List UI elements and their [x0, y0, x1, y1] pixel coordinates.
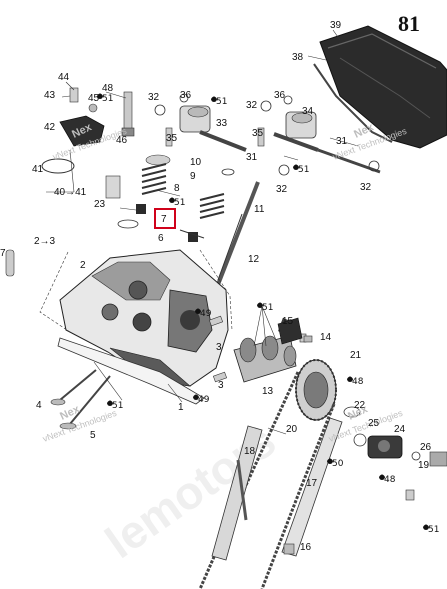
label-part-38: 38 [292, 52, 304, 63]
label-part-51f: 51 [112, 401, 123, 411]
label-part-14: 14 [320, 332, 332, 343]
label-part-24: 24 [394, 424, 406, 435]
oil-drop-icon [423, 524, 429, 530]
label-part-40-to-41: 40→41 [54, 187, 87, 198]
label-part-4: 4 [36, 400, 42, 411]
oil-drop-icon [379, 474, 385, 480]
label-part-17: 17 [306, 478, 318, 489]
oil-drop-icon [327, 458, 333, 464]
label-part-1: 1 [178, 402, 184, 413]
watermark-brand-3: Nex [58, 403, 82, 423]
valve-spring-group [117, 154, 235, 242]
label-part-7: 7 [161, 214, 167, 225]
label-part-16: 16 [300, 542, 312, 553]
label-part-15: 15 [282, 316, 294, 327]
label-part-22: 22 [354, 400, 366, 411]
label-part-9: 9 [190, 171, 196, 182]
label-part-35b: 35 [252, 128, 264, 139]
label-part-2-to-3: 2→3 [34, 236, 56, 247]
oil-drop-icon [347, 376, 353, 382]
diagram-title: 81 [398, 11, 420, 36]
part-labels: 44 43 48 45 51 42 46 41 40→41 32 36 51 3… [0, 20, 439, 553]
label-part-8: 8 [174, 183, 180, 194]
label-part-51d: 51 [174, 198, 185, 208]
label-part-39: 39 [330, 20, 342, 31]
label-part-32b: 32 [246, 100, 258, 111]
chain-guide [211, 417, 343, 561]
label-part-12: 12 [248, 254, 260, 265]
label-part-18: 18 [244, 446, 256, 457]
oil-drop-icon [195, 308, 201, 314]
label-part-36a: 36 [180, 90, 192, 101]
rocker-arm-right [257, 95, 317, 147]
label-part-31b: 31 [336, 136, 348, 147]
label-part-51c: 51 [298, 165, 309, 175]
label-part-13: 13 [262, 386, 274, 397]
label-part-51b: 51 [216, 97, 227, 107]
label-part-50: 50 [332, 459, 344, 469]
oil-drop-icon [169, 197, 175, 203]
dowel-pins [208, 315, 228, 383]
valve-cover [313, 25, 447, 149]
label-part-20: 20 [286, 424, 298, 435]
label-part-21: 21 [350, 350, 362, 361]
label-part-35a: 35 [166, 133, 178, 144]
label-part-48c: 48 [384, 475, 396, 485]
chain-tensioner [343, 406, 447, 501]
cam-sprocket [295, 359, 337, 421]
label-part-36b: 36 [274, 90, 286, 101]
oil-drop-icon [97, 93, 103, 99]
sensor-group [41, 87, 135, 199]
rocker-shaft [199, 130, 381, 176]
oil-drop-icon [193, 394, 199, 400]
label-part-32c: 32 [276, 184, 288, 195]
label-part-10: 10 [190, 157, 202, 168]
valves [50, 369, 111, 430]
label-part-32d: 32 [360, 182, 372, 193]
label-part-49a: 49 [200, 309, 212, 319]
label-part-23: 23 [94, 199, 106, 210]
oil-drop-icon [257, 302, 263, 308]
label-part-26: 26 [420, 442, 432, 453]
label-part-32a: 32 [148, 92, 160, 103]
bracket-15 [277, 317, 313, 345]
guide-18 [236, 459, 248, 521]
oil-drop-icons [97, 93, 429, 530]
label-part-44: 44 [58, 72, 70, 83]
label-part-2: 2 [80, 260, 86, 271]
label-part-43: 43 [44, 90, 56, 101]
label-part-51g: 51 [428, 525, 439, 535]
label-part-34: 34 [302, 106, 314, 117]
label-part-19: 19 [418, 460, 430, 471]
label-part-3b: 3 [218, 380, 224, 391]
bolt-16 [283, 543, 295, 555]
label-part-46: 46 [116, 135, 128, 146]
label-part-41: 41 [32, 164, 44, 175]
label-part-51a: 51 [102, 94, 113, 104]
head-gasket [57, 337, 205, 405]
label-part-5: 5 [90, 430, 96, 441]
label-part-11: 11 [254, 204, 265, 215]
label-part-31a: 31 [246, 152, 258, 163]
label-part-7-left: 7 [0, 248, 6, 259]
label-part-45: 45 [88, 93, 100, 104]
label-part-42: 42 [44, 122, 56, 133]
label-part-33: 33 [216, 118, 228, 129]
label-part-3a: 3 [216, 342, 222, 353]
label-part-6: 6 [158, 233, 164, 244]
highlight-box [154, 208, 176, 229]
label-part-51e: 51 [262, 303, 273, 313]
label-part-48a: 48 [102, 83, 114, 94]
label-part-49b: 49 [198, 395, 210, 405]
cylinder-head [59, 249, 229, 387]
oil-drop-icon [211, 96, 217, 102]
label-part-25: 25 [368, 418, 380, 429]
rocker-arm-left [154, 93, 211, 147]
oil-drop-icon [293, 164, 299, 170]
label-part-48b: 48 [352, 377, 364, 387]
oil-drop-icon [107, 400, 113, 406]
